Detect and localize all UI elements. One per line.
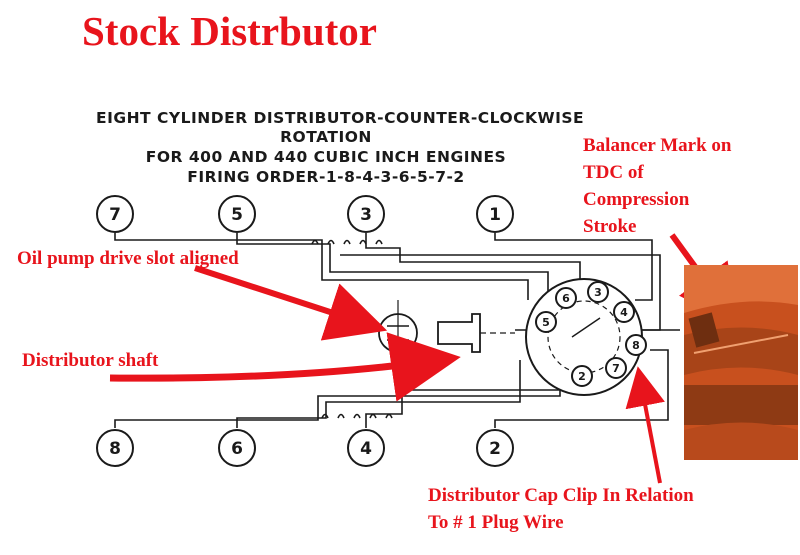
balancer-photo <box>684 265 798 460</box>
cap-terminal-2-ring <box>571 365 593 387</box>
page-title: Stock Distrbutor <box>82 8 377 54</box>
cap-terminal-7: 7 <box>605 357 627 379</box>
cap-terminal-6-number: 6 <box>562 292 570 305</box>
plug-wire-bundle-bottom <box>114 329 680 428</box>
distributor-shaft <box>437 313 515 353</box>
diagram-heading-line-4: FIRING ORDER-1-8-4-3-6-5-7-2 <box>187 168 465 186</box>
label-cap-clip-line-2: To # 1 Plug Wire <box>428 512 564 533</box>
cap-terminal-8-number: 8 <box>632 339 640 352</box>
cylinder-bottom-6-ring <box>218 429 256 467</box>
cap-terminal-2-number: 2 <box>578 370 586 383</box>
cylinder-top-7-ring <box>96 195 134 233</box>
cap-terminal-6-ring <box>555 287 577 309</box>
cap-terminal-8-ring <box>625 334 647 356</box>
cap-terminal-6: 6 <box>555 287 577 309</box>
cap-terminal-5-number: 5 <box>542 316 550 329</box>
cap-terminal-4: 4 <box>613 301 635 323</box>
label-balancer-line-4: Stroke <box>583 216 637 237</box>
cylinder-top-1: 1 <box>476 195 514 233</box>
label-balancer-line-2: TDC of <box>583 162 644 183</box>
diagram-heading-line-2: ROTATION <box>280 128 372 146</box>
diagram-heading-line-3: FOR 400 AND 440 CUBIC INCH ENGINES <box>145 148 507 166</box>
cylinder-bottom-8-ring <box>96 429 134 467</box>
cap-terminal-4-ring <box>613 301 635 323</box>
cylinder-bottom-8-number: 8 <box>109 439 121 459</box>
oil-pump-slot <box>378 300 418 366</box>
cylinder-top-1-number: 1 <box>489 205 501 225</box>
diagram-heading-line-1: EIGHT CYLINDER DISTRIBUTOR-COUNTER-CLOCK… <box>96 109 585 127</box>
cap-terminal-7-ring <box>605 357 627 379</box>
cylinder-top-3-number: 3 <box>360 205 372 225</box>
cylinder-top-1-ring <box>476 195 514 233</box>
cap-terminal-4-number: 4 <box>620 306 628 319</box>
cylinder-top-5-ring <box>218 195 256 233</box>
cylinder-bottom-4-ring <box>347 429 385 467</box>
cylinder-top-3: 3 <box>347 195 385 233</box>
cylinder-top-3-ring <box>347 195 385 233</box>
cap-terminal-5: 5 <box>535 311 557 333</box>
label-distributor-shaft: Distributor shaft <box>22 350 159 371</box>
cylinder-bottom-2: 2 <box>476 429 514 467</box>
label-cap-clip-line-1: Distributor Cap Clip In Relation <box>428 485 694 506</box>
cap-terminal-3: 3 <box>587 281 609 303</box>
cap-terminal-8: 8 <box>625 334 647 356</box>
cap-terminal-7-number: 7 <box>612 362 620 375</box>
label-balancer-line-1: Balancer Mark on <box>583 135 732 156</box>
cylinder-top-5-number: 5 <box>231 205 243 225</box>
cap-terminal-2: 2 <box>571 365 593 387</box>
cylinder-bottom-2-number: 2 <box>489 439 501 459</box>
label-balancer-line-3: Compression <box>583 189 690 210</box>
cylinder-bottom-6-number: 6 <box>231 439 243 459</box>
label-oil-pump-slot: Oil pump drive slot aligned <box>17 248 239 269</box>
cap-terminal-3-number: 3 <box>594 286 602 299</box>
cylinder-top-7-number: 7 <box>109 205 121 225</box>
cylinder-top-7: 7 <box>96 195 134 233</box>
cap-terminal-5-ring <box>535 311 557 333</box>
cylinder-bottom-2-ring <box>476 429 514 467</box>
cylinder-bottom-4-number: 4 <box>360 439 372 459</box>
cylinder-bottom-4: 4 <box>347 429 385 467</box>
cylinder-top-5: 5 <box>218 195 256 233</box>
cylinder-bottom-8: 8 <box>96 429 134 467</box>
cap-terminal-3-ring <box>587 281 609 303</box>
cylinder-bottom-6: 6 <box>218 429 256 467</box>
